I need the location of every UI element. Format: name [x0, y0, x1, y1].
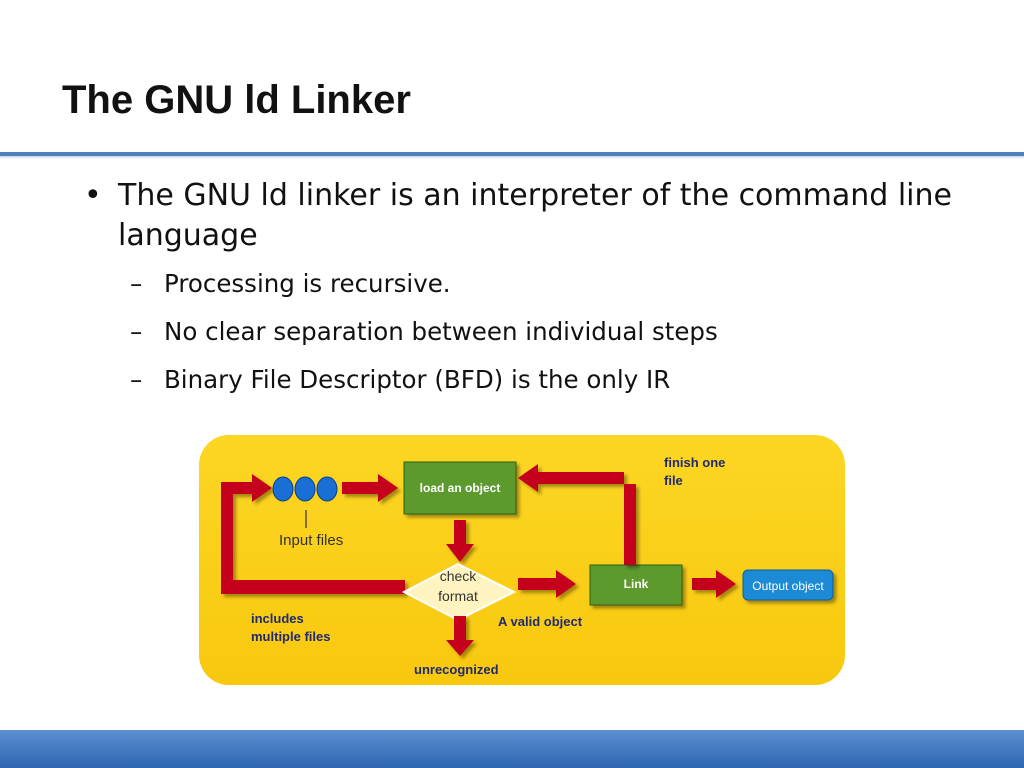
sub-bullet-marker: –: [130, 269, 143, 298]
arrow-link-to-load: [518, 464, 636, 565]
bullet-item: • The GNU ld linker is an interpreter of…: [84, 176, 984, 256]
valid-object-label: A valid object: [498, 614, 583, 629]
input-files-label: Input files: [279, 532, 343, 549]
load-object-label: load an object: [420, 481, 501, 495]
sub-bullet-text: Processing is recursive.: [164, 269, 451, 298]
sub-bullet-text: Binary File Descriptor (BFD) is the only…: [164, 365, 671, 394]
title-divider-shadow: [0, 156, 1024, 159]
sub-bullet-marker: –: [130, 365, 143, 394]
bullet-marker: •: [84, 178, 102, 213]
arrow-check-to-unrecognized: [446, 616, 474, 656]
sub-bullet-item: – No clear separation between individual…: [84, 308, 984, 356]
link-label: Link: [624, 577, 649, 591]
finish-one-file-label-line2: file: [664, 473, 683, 488]
output-object-node: [742, 569, 834, 601]
arrow-load-to-check: [446, 520, 474, 562]
includes-multiple-files-label-line1: includes: [251, 611, 304, 626]
bullet-list: • The GNU ld linker is an interpreter of…: [84, 176, 984, 404]
sub-bullet-item: – Processing is recursive.: [84, 260, 984, 308]
sub-bullet-text: No clear separation between individual s…: [164, 317, 718, 346]
load-object-node: [403, 461, 517, 515]
title-divider: [0, 152, 1024, 156]
arrow-input-to-load: [342, 474, 398, 502]
arrow-check-to-link: [518, 570, 576, 598]
input-files-icon: [272, 476, 338, 528]
check-format-label-line1: check: [440, 568, 478, 584]
arrow-link-to-output: [692, 570, 736, 598]
output-object-label: Output object: [752, 579, 824, 593]
sub-bullet-item: – Binary File Descriptor (BFD) is the on…: [84, 356, 984, 404]
footer-bar: [0, 730, 1024, 768]
finish-one-file-label-line1: finish one: [664, 455, 725, 470]
sub-bullet-marker: –: [130, 317, 143, 346]
slide-title: The GNU ld Linker: [62, 78, 411, 122]
diagram-background: [199, 435, 845, 685]
check-format-label-line2: format: [438, 588, 478, 604]
recursion-loop-arrow: [221, 474, 405, 594]
bullet-text: The GNU ld linker is an interpreter of t…: [118, 178, 952, 253]
unrecognized-label: unrecognized: [414, 662, 499, 677]
includes-multiple-files-label-line2: multiple files: [251, 629, 330, 644]
